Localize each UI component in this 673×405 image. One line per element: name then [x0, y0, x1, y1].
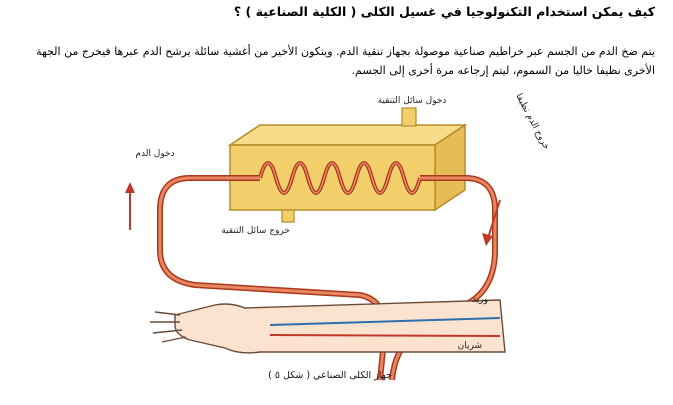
figure-caption: ( شكل ٥ ) جهاز الكلى الصناعي	[268, 370, 392, 381]
intro-paragraph: يتم ضخ الدم من الجسم عبر خراطيم صناعية م…	[36, 45, 655, 77]
arm-illustration	[150, 299, 506, 354]
arrow-down-right	[482, 199, 501, 246]
dialysis-device	[227, 107, 468, 223]
dialysis-figure: دخول سائل التنقية دخول الدم خروج سائل ال…	[120, 90, 560, 400]
label-clean-blood-out: خروج الدم نظيفا	[513, 92, 551, 151]
label-vein: وريد	[472, 295, 488, 305]
dialysis-diagram: دخول سائل التنقية دخول الدم خروج سائل ال…	[125, 92, 551, 381]
label-blood-in: دخول الدم	[135, 149, 174, 159]
label-artery: شريان	[458, 341, 482, 351]
label-fluid-in: دخول سائل التنقية	[378, 96, 447, 106]
label-fluid-out: خروج سائل التنقية	[221, 226, 290, 236]
arrow-up-left	[125, 182, 135, 230]
page-heading: كيف يمكن استخدام التكنولوجيا في غسيل الك…	[233, 4, 655, 19]
